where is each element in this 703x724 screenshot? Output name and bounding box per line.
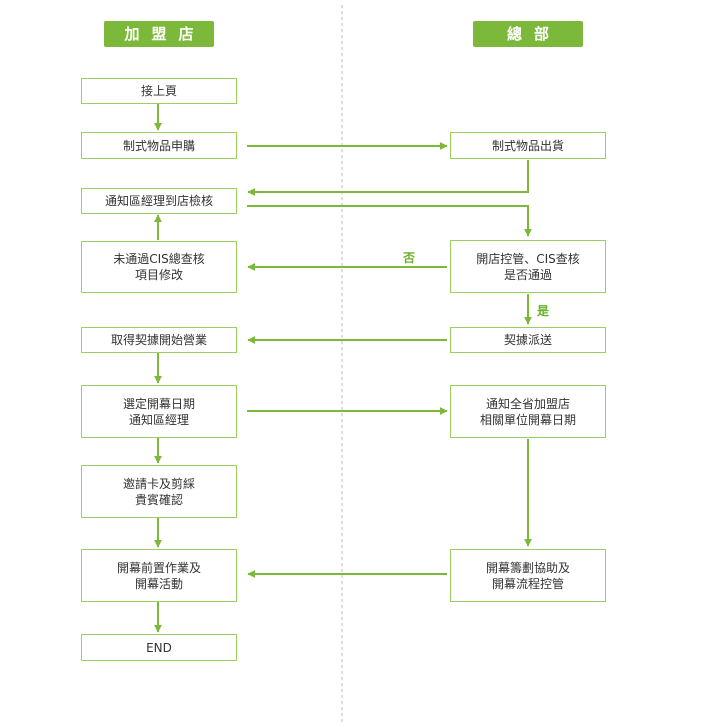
node-notify-all-franchises: 通知全省加盟店 相關單位開幕日期	[450, 385, 606, 438]
arrow-r1-l3	[247, 160, 529, 196]
node-text-line1: 未通過CIS總查核	[113, 252, 205, 266]
node-standard-items-shipment: 制式物品出貨	[450, 132, 606, 159]
node-opening-planning-assist: 開幕籌劃協助及 開幕流程控管	[450, 549, 606, 602]
label-yes: 是	[537, 304, 550, 318]
lane-header-hq: 總部	[473, 21, 583, 47]
node-text: 制式物品出貨	[491, 138, 564, 153]
node-text-line2: 開幕活動	[134, 576, 183, 591]
node-invitation-ribbon-guests: 邀請卡及剪綵 貴賓確認	[81, 465, 237, 518]
node-text-line2: 貴賓確認	[134, 492, 183, 507]
label-no: 否	[403, 251, 416, 265]
node-text: 接上頁	[140, 84, 177, 98]
node-text-line2: 項目修改	[134, 268, 183, 282]
node-text-line2: 是否通過	[503, 267, 552, 282]
node-end: END	[81, 634, 237, 661]
lane-header-franchise: 加盟店	[104, 21, 214, 47]
node-select-opening-date: 選定開幕日期 通知區經理	[81, 385, 237, 438]
node-continue-previous: 接上頁	[81, 78, 237, 104]
node-cis-fail-fix: 未通過CIS總查核 項目修改	[81, 241, 237, 293]
node-text-line2: 相關單位開幕日期	[479, 412, 576, 427]
node-text-line2: 通知區經理	[128, 412, 189, 427]
node-text: 契據派送	[503, 333, 552, 347]
node-notify-area-manager-inspection: 通知區經理到店檢核	[81, 188, 237, 214]
node-text-line1: 開店控管、CIS查核	[476, 251, 580, 266]
node-text: 制式物品申購	[122, 138, 195, 153]
node-cis-inspection-decision: 開店控管、CIS查核 是否通過	[450, 240, 606, 293]
node-text-line1: 通知全省加盟店	[485, 396, 570, 411]
node-text-line1: 開幕前置作業及	[116, 560, 201, 575]
node-text: 通知區經理到店檢核	[104, 194, 213, 208]
arrow-l3-r2	[247, 205, 532, 237]
node-standard-items-request: 制式物品申購	[81, 132, 237, 159]
node-deed-delivery: 契據派送	[450, 327, 606, 353]
node-get-deed-start-business: 取得契據開始營業	[81, 327, 237, 353]
node-text: END	[146, 640, 172, 655]
node-text-line2: 開幕流程控管	[491, 576, 564, 591]
node-text-line1: 選定開幕日期	[122, 396, 195, 411]
node-text-line1: 邀請卡及剪綵	[122, 476, 195, 491]
node-pre-opening-activities: 開幕前置作業及 開幕活動	[81, 549, 237, 602]
node-text-line1: 開幕籌劃協助及	[485, 560, 570, 575]
node-text: 取得契據開始營業	[110, 333, 207, 347]
